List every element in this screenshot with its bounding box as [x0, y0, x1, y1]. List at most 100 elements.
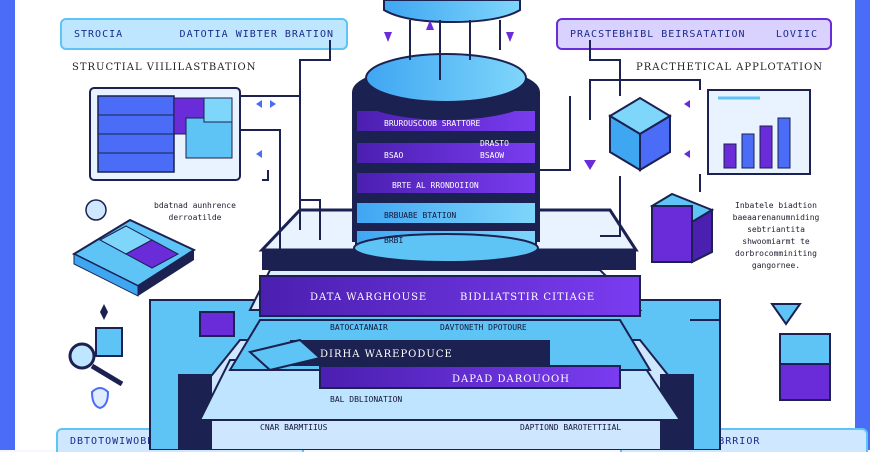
arrow-head	[584, 160, 596, 170]
label-middle-right: DAVTONETH DPOTOURE	[440, 323, 527, 332]
right-application-panel	[707, 89, 811, 175]
bar-icon	[723, 143, 737, 169]
arrow-head	[684, 100, 690, 108]
arrow-head	[256, 150, 262, 158]
arrow-head	[426, 20, 434, 30]
label-disk-3: BRTE AL RRONDOIION	[392, 181, 479, 190]
banner-bottom-left-text: DBTOTOWIWOBBIINE	[70, 435, 183, 447]
left-section-title: STRUCTIAL VIILILASTBATION	[72, 62, 257, 73]
right-caption: Inbatele biadtion baeaarenanumniding seb…	[726, 200, 826, 272]
tile-side	[138, 250, 194, 296]
magnifier-handle	[90, 363, 124, 387]
chart-panel	[707, 89, 811, 175]
arrow-head	[684, 150, 690, 158]
label-upper-left: DATA WARGHOUSE	[310, 292, 427, 303]
right-cubes	[608, 96, 831, 401]
connector-line	[690, 300, 721, 321]
bar-icon	[741, 133, 755, 169]
left-tiles	[71, 218, 197, 297]
connector-line	[600, 176, 621, 237]
card-icon	[247, 338, 323, 372]
banner-top-right-b: LOVIIC	[775, 28, 818, 40]
label-disk-5: BRBI	[384, 236, 403, 245]
label-lower-right: DAPAD DAROUOOH	[452, 374, 570, 385]
label-lower-left: DIRHA WAREPODUCE	[320, 349, 453, 360]
bar-icon	[777, 117, 791, 169]
left-structure-panel	[89, 87, 241, 181]
banner-top-right-a: PRACSTEBHIBL BEIRSATATION	[570, 28, 746, 40]
left-caption-line-2: derroatilde	[168, 213, 222, 222]
funnel-icon	[770, 303, 802, 326]
label-disk-2b: DRASTO	[480, 139, 509, 148]
left-edge-strip	[0, 0, 12, 450]
left-small-icons	[68, 199, 323, 410]
box-icon	[779, 363, 831, 401]
right-section-title: PRACTHETICAL APPLOTATION	[636, 62, 824, 73]
banner-top-left-b: DATOTIA WIBTER BRATION	[179, 28, 334, 40]
connector-line	[299, 40, 331, 96]
right-small-arrows	[584, 100, 690, 170]
connector-line	[589, 40, 621, 96]
banner-top-left: STROCIA DATOTIA WIBTER BRATION	[60, 18, 348, 50]
platform-lower-band	[290, 340, 550, 366]
label-base-left: BAL DBLIONATION	[330, 395, 402, 404]
banner-top-right: PRACSTEBHIBL BEIRSATATION LOVIIC	[556, 18, 832, 50]
label-middle-left: BATOCATANAIR	[330, 323, 388, 332]
middle-platform: DATA WARGHOUSE BIDLIATSTIR CITIAGE BATOC…	[248, 269, 643, 332]
label-upper-right: BIDLIATSTIR CITIAGE	[460, 292, 595, 303]
table-block	[185, 117, 233, 159]
label-base-mid: CNAR BARMTIIUS	[260, 423, 328, 432]
connector-line	[300, 199, 321, 240]
right-connectors	[540, 40, 721, 321]
disk-2	[355, 141, 537, 165]
platform-middle-band	[259, 275, 641, 317]
label-disk-1: BRUROUSCOOB SRATTORE	[384, 119, 481, 128]
connector-line	[240, 129, 281, 262]
connector-line	[589, 79, 701, 120]
arrow-head	[384, 32, 392, 42]
left-caption-line-1: bdatnad aunhrence	[154, 201, 236, 210]
cylinder-bottom	[353, 233, 539, 263]
inflow-arrowheads	[384, 20, 514, 42]
cube-icon	[95, 327, 123, 357]
right-caption-line-4: shwoomiarmt te	[742, 237, 810, 246]
folder-icon	[199, 311, 235, 337]
connector-line	[262, 170, 269, 181]
cube-side	[691, 208, 713, 264]
magnifier-icon	[68, 342, 96, 370]
sparkle-icon	[100, 304, 108, 320]
label-base-right: DAPTIOND BAROTETTIIAL	[520, 423, 621, 432]
label-disk-2a: BSAO	[384, 151, 403, 160]
right-caption-line-3: sebtriantita	[747, 225, 805, 234]
platform-lower-purple	[319, 365, 621, 389]
connector-line	[240, 95, 301, 230]
right-caption-line-5: dorbrocomminiting	[735, 249, 817, 258]
banner-top-left-a: STROCIA	[74, 28, 124, 40]
disk-4	[355, 201, 537, 225]
right-caption-line-6: gangornee.	[751, 261, 801, 270]
cube-right	[639, 114, 671, 172]
left-small-arrows	[256, 100, 276, 158]
right-caption-line-1: Inbatele biadtion	[735, 201, 817, 210]
label-disk-1b: BSAOW	[480, 151, 504, 160]
arrow-head	[270, 100, 276, 108]
inflow-arrows	[409, 20, 501, 80]
connector-line	[540, 96, 571, 171]
left-caption: bdatnad aunhrence derroatilde	[140, 200, 250, 224]
table-block	[203, 97, 233, 123]
gear-icon	[85, 199, 107, 221]
cloud-icon	[383, 0, 521, 24]
shield-icon	[90, 387, 110, 410]
cube-front	[651, 205, 693, 263]
left-connectors	[240, 40, 331, 262]
arrow-head	[506, 32, 514, 42]
bar-icon	[759, 125, 773, 169]
right-caption-line-2: baeaarenanumniding	[732, 213, 820, 222]
label-disk-4: BRBUABE BTATION	[384, 211, 456, 220]
arrow-head	[256, 100, 262, 108]
tile	[124, 239, 180, 269]
right-edge-strip	[858, 0, 870, 450]
lower-platform: DIRHA WAREPODUCE DAPAD DAROUOOH BAL DBLI…	[198, 319, 682, 432]
cylinder-top	[365, 53, 527, 103]
